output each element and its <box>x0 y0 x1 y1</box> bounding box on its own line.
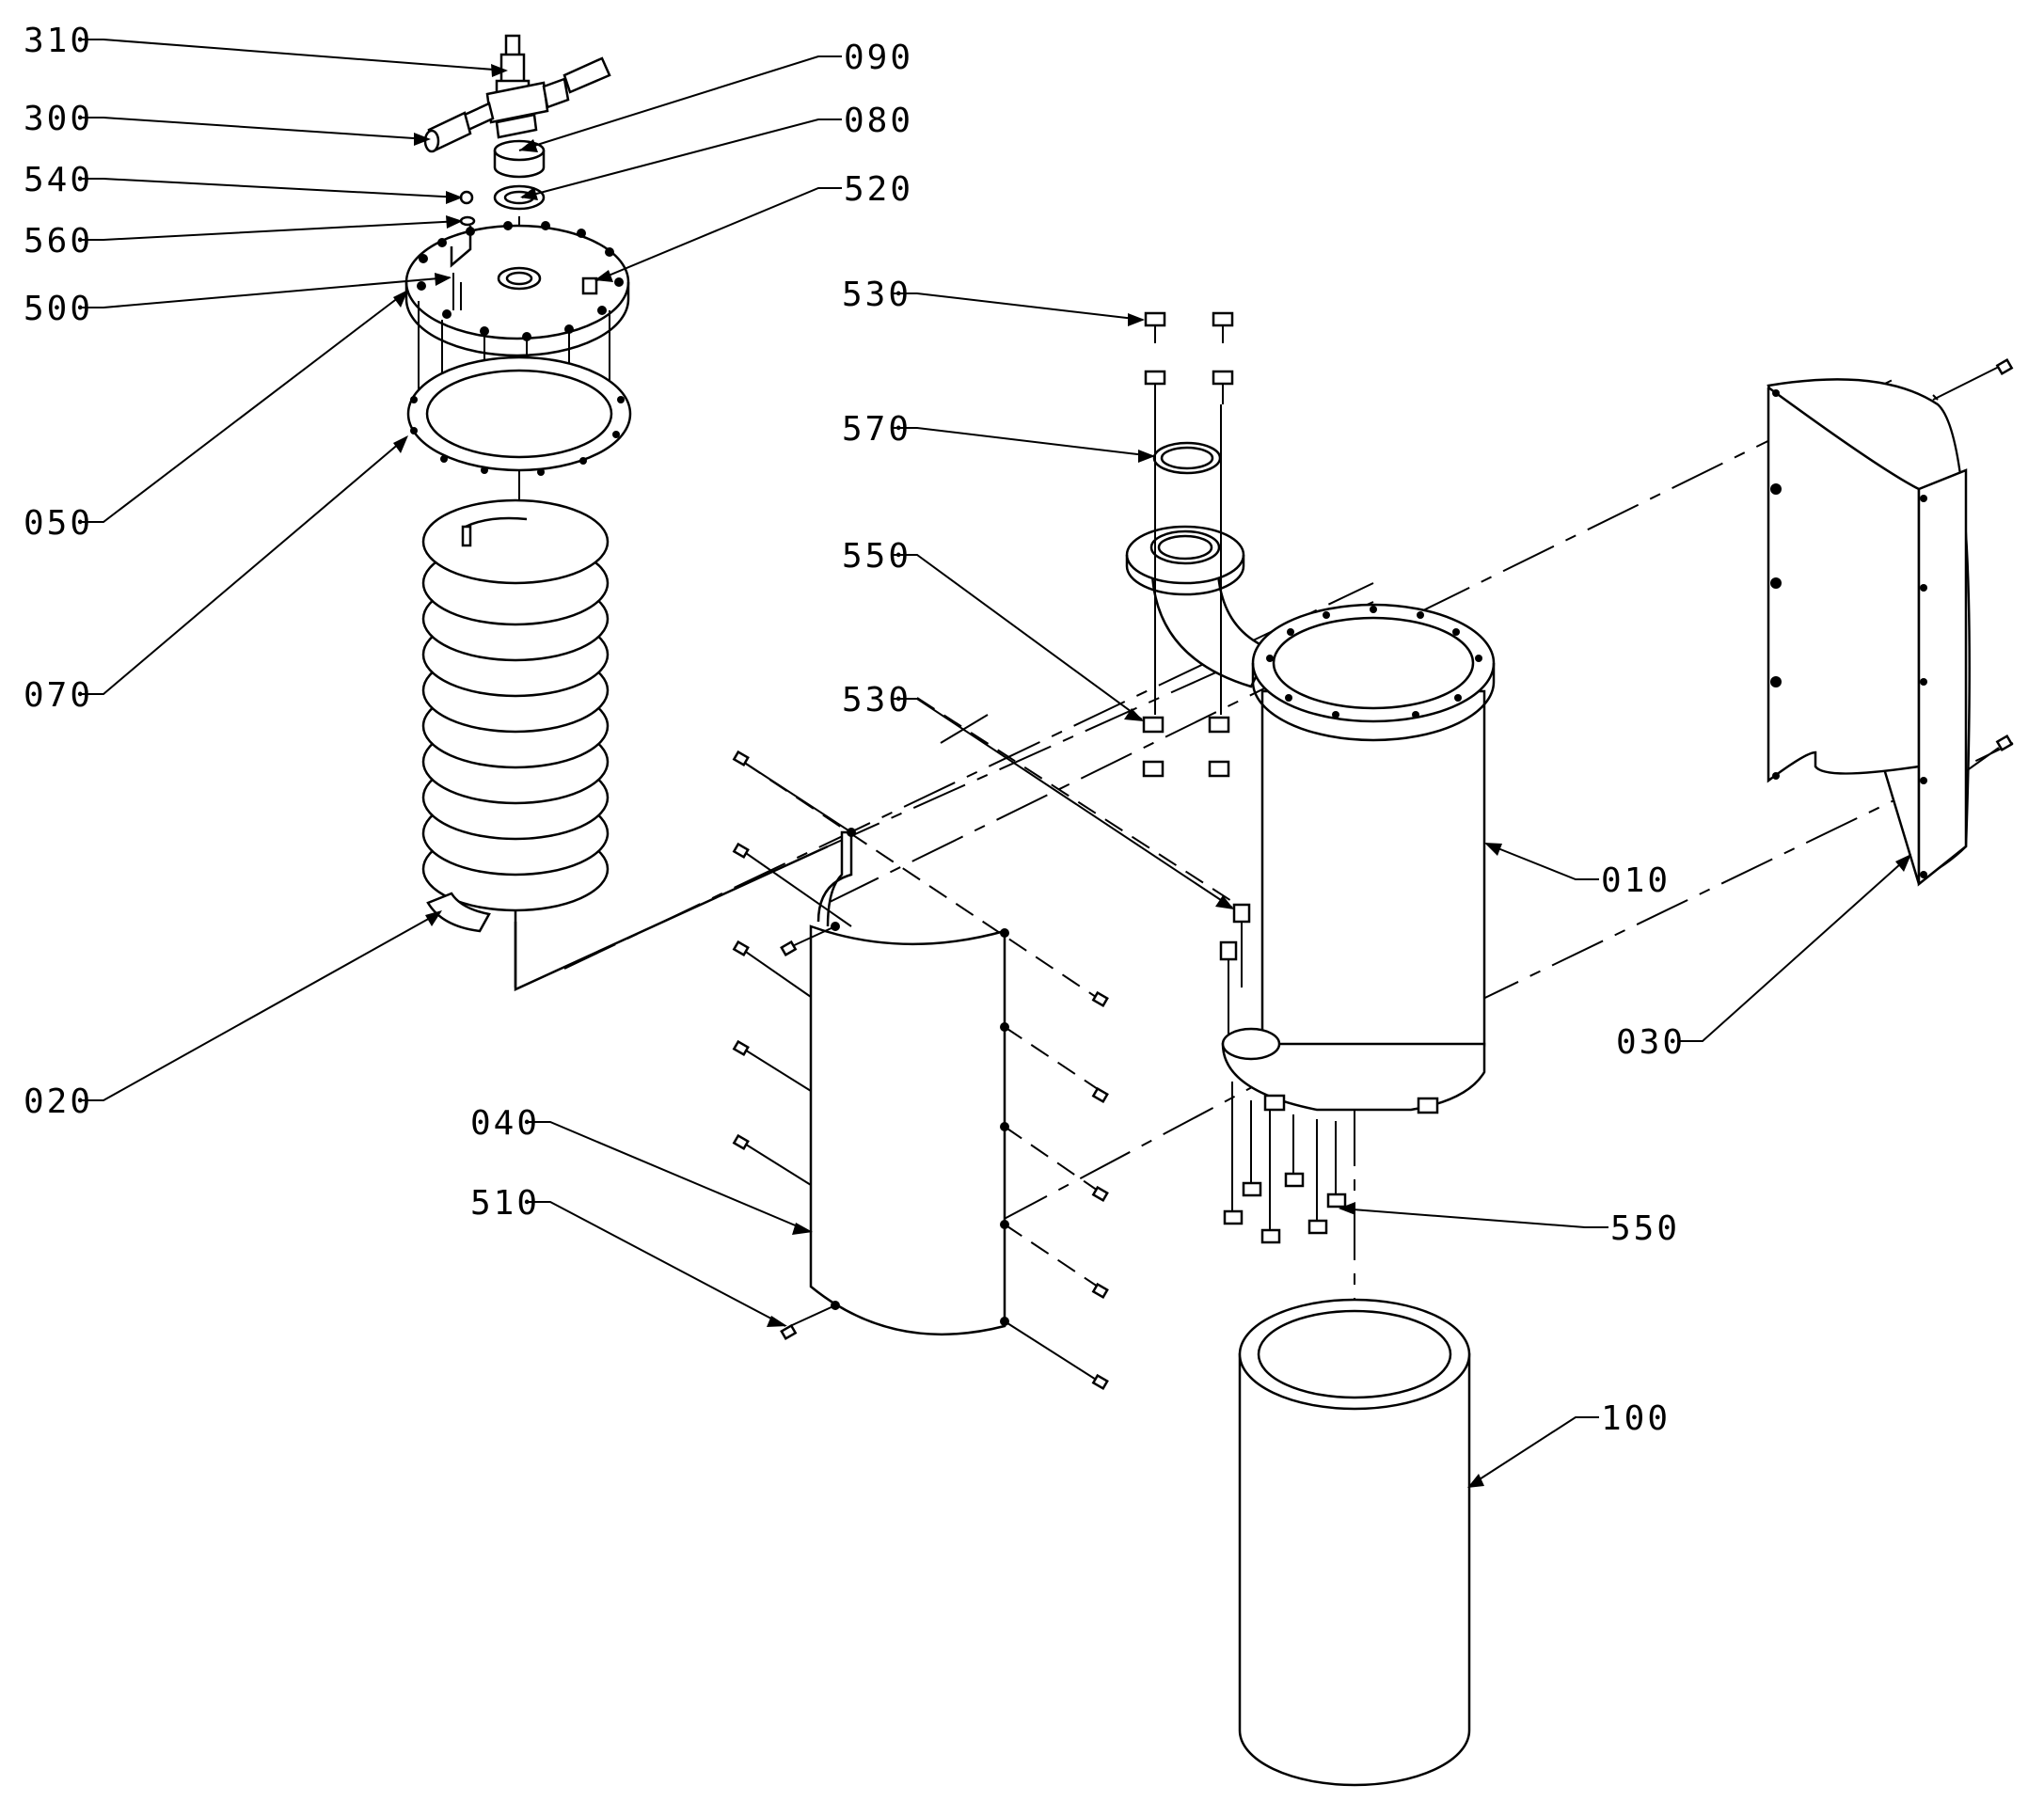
leader-lines <box>80 39 1911 1488</box>
label-040: 040 <box>470 1104 540 1143</box>
left-half-shell <box>732 750 1109 1391</box>
label-080: 080 <box>844 102 913 140</box>
label-300: 300 <box>24 100 93 138</box>
top-fitting-assembly <box>423 34 611 259</box>
label-540: 540 <box>24 161 93 199</box>
label-010: 010 <box>1601 861 1671 900</box>
label-020: 020 <box>24 1082 93 1121</box>
helical-coil <box>421 498 610 987</box>
main-shell <box>1125 311 1496 1244</box>
bottom-cylinder <box>1238 1298 1471 1787</box>
label-520: 520 <box>844 170 913 209</box>
top-flange-plate <box>404 190 630 357</box>
label-090: 090 <box>844 39 913 77</box>
part-labels: 310 300 540 560 500 050 070 020 090 080 … <box>24 22 1686 1438</box>
label-310: 310 <box>24 22 93 60</box>
label-070: 070 <box>24 676 93 715</box>
label-100: 100 <box>1601 1399 1671 1438</box>
label-530-mid: 530 <box>842 681 911 719</box>
label-030: 030 <box>1616 1023 1686 1062</box>
label-550-top: 550 <box>842 537 911 576</box>
label-570: 570 <box>842 410 911 449</box>
gasket-ring <box>406 355 632 508</box>
label-500: 500 <box>24 290 93 328</box>
label-510: 510 <box>470 1184 540 1223</box>
label-050: 050 <box>24 504 93 543</box>
label-550-bottom: 550 <box>1610 1209 1680 1248</box>
label-530-top: 530 <box>842 276 911 314</box>
label-560: 560 <box>24 222 93 261</box>
right-half-shell <box>1767 357 2014 887</box>
